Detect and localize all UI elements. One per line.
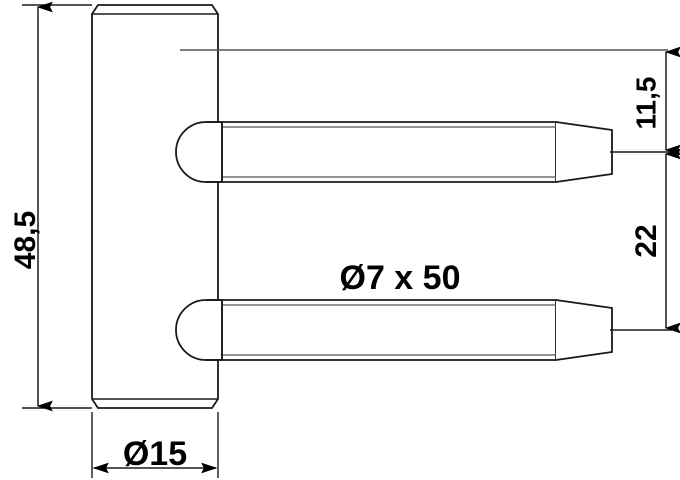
lower-pin-tapered-tip [555, 299, 613, 361]
upper-pin [175, 121, 613, 183]
upper-pin-head-cap [175, 121, 222, 183]
dimension-plate-width: Ø15 [91, 412, 219, 478]
upper-pin-shank [221, 121, 557, 183]
lower-pin-shank [221, 299, 557, 361]
dim-48-5-label: 48,5 [9, 211, 42, 269]
dimension-pin-upper-offset: 11,5 [610, 46, 680, 156]
dimension-plate-height: 48,5 [9, 1, 92, 412]
dimension-pin-spacing: 22 [610, 148, 680, 334]
lower-pin [175, 299, 613, 361]
dim-d15-label: Ø15 [123, 435, 187, 473]
lower-pin-head-cap [175, 299, 222, 361]
upper-pin-tapered-tip [555, 121, 613, 183]
dim-22-label: 22 [630, 224, 663, 257]
annotation-pin-spec: Ø7 x 50 [340, 259, 461, 297]
dim-11-5-label: 11,5 [630, 77, 661, 130]
